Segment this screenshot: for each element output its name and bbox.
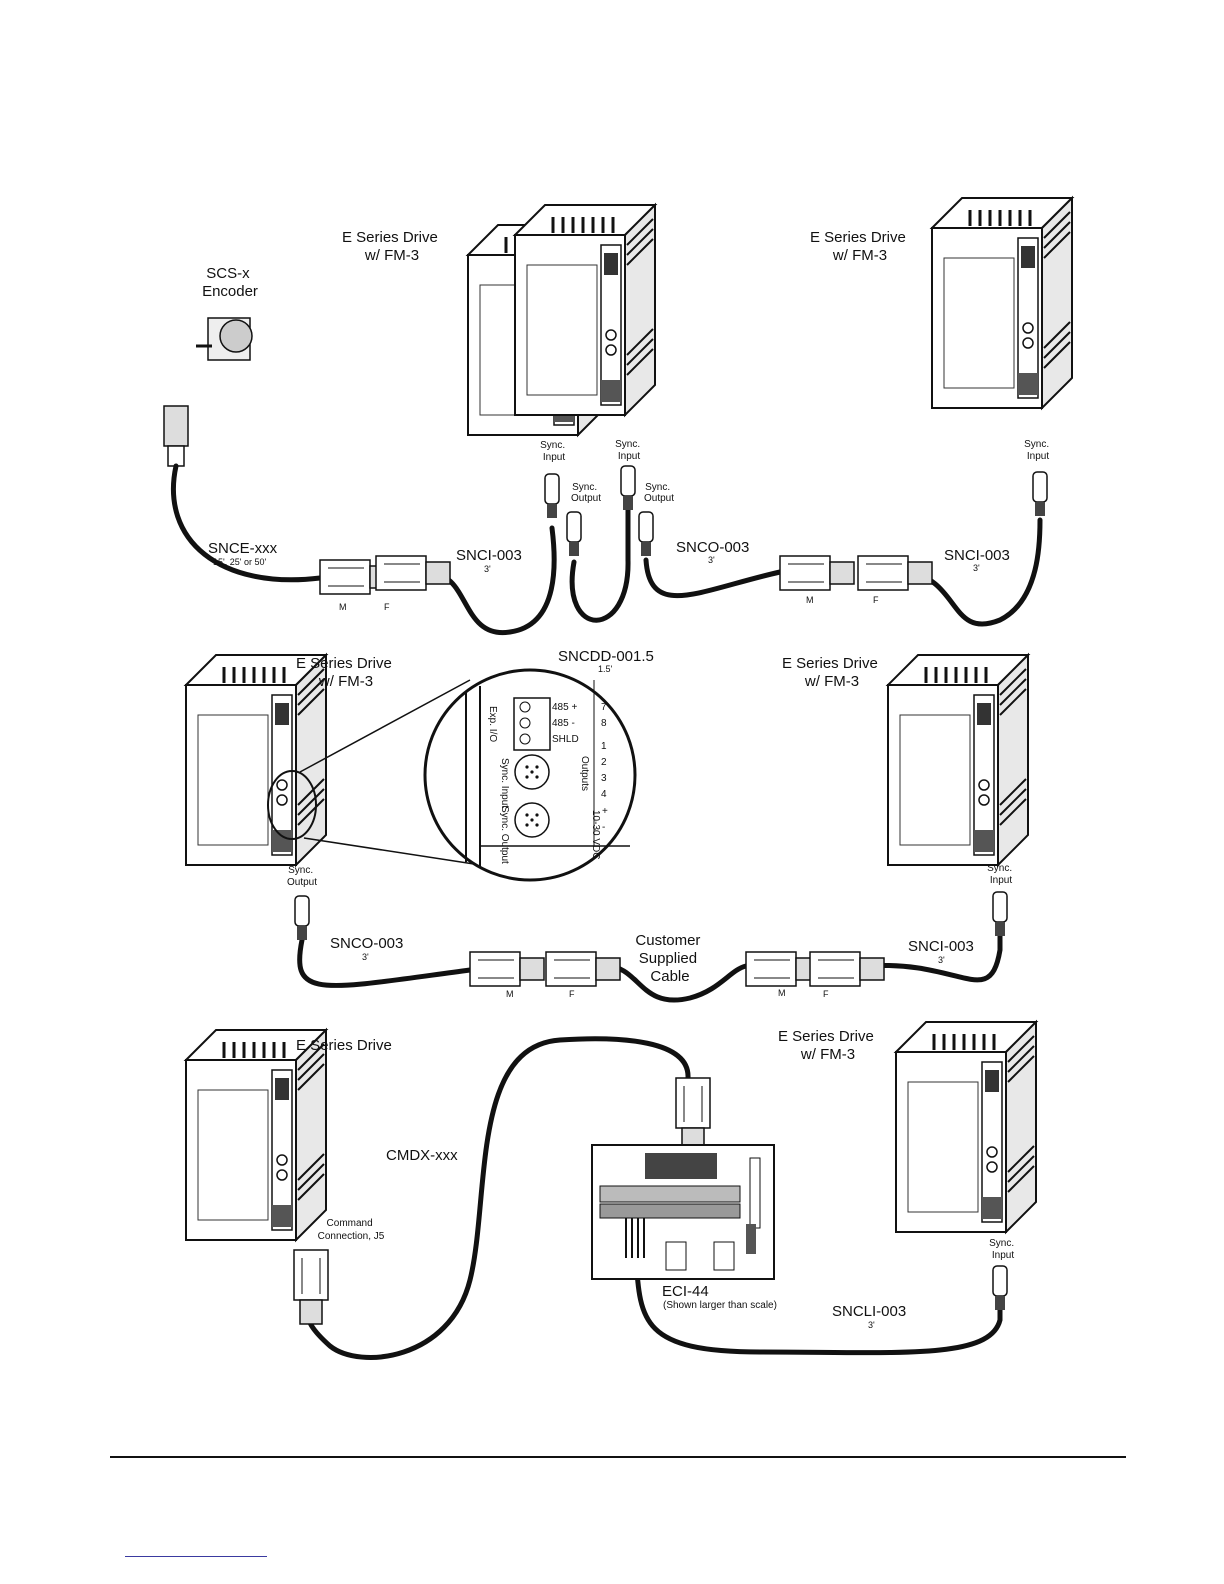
m-label-2: M [806, 595, 814, 605]
footer-link-underline [125, 1556, 267, 1557]
drive-mid-right-label: E Series Drive w/ FM-3 [782, 655, 882, 690]
snci-c-length: 3' [938, 955, 945, 965]
zoom-n1: 1 [601, 741, 607, 752]
m-label-3: M [506, 989, 514, 999]
snco-a-label: SNCO-003 [676, 539, 749, 556]
sync-input-plug-mid [992, 891, 1008, 937]
sync-output-label-1: Sync. Output [571, 482, 601, 504]
cmdx-label: CMDX-xxx [386, 1147, 458, 1164]
sncdd-length: 1.5' [598, 664, 613, 674]
sync-input-label-bottom: Sync. Input [989, 1238, 1017, 1261]
snci-c-label: SNCI-003 [908, 938, 974, 955]
zoom-485-minus: 485 - [552, 718, 575, 729]
zoom-exp-io: Exp. I/O [487, 706, 498, 742]
sync-input-plug-1 [544, 473, 560, 519]
snce-label: SNCE-xxx [208, 540, 278, 557]
dsub-snci-mid-female [809, 951, 885, 987]
zoom-sync-input: Sync. Input [499, 758, 510, 808]
dsub-command-j5 [293, 1249, 329, 1325]
sncli-length: 3' [868, 1320, 875, 1330]
command-connection-label: Command Connection, J5 [318, 1218, 385, 1242]
dsub-snci-female-right [857, 555, 933, 591]
cables-middle [297, 933, 1003, 1003]
drive-bottom-right-label: E Series Drive w/ FM-3 [778, 1028, 878, 1063]
e-series-drive-mid-right [886, 653, 1030, 867]
e-series-drive-bottom-right [894, 1020, 1038, 1234]
customer-cable-label: Customer Supplied Cable [635, 932, 704, 985]
drive-bottom-left-label: E Series Drive [296, 1037, 392, 1054]
zoom-n2: 2 [601, 757, 607, 768]
zoom-vdc: 10-30 VDC [590, 810, 601, 859]
e-series-drive-top-right [930, 196, 1074, 410]
snci-b-length: 3' [973, 563, 980, 573]
eci-44-board [591, 1144, 775, 1280]
m-label-1: M [339, 602, 347, 612]
zoom-callout [267, 668, 637, 882]
sync-input-plug-bottom [992, 1265, 1008, 1311]
zoom-n8: 8 [601, 718, 607, 729]
snci-a-length: 3' [484, 564, 491, 574]
zoom-plus: + [602, 806, 608, 817]
f-label-1: F [384, 602, 390, 612]
dsub-snco-mid-male [469, 951, 545, 987]
sync-output-plug-1 [566, 511, 582, 557]
snce-length: 15', 25' or 50' [213, 557, 266, 567]
drive-top-right-label: E Series Drive w/ FM-3 [810, 229, 910, 264]
m-label-4: M [778, 988, 786, 998]
sync-input-label-mid: Sync. Input [987, 863, 1015, 886]
sync-output-label-2: Sync. Output [644, 482, 674, 504]
encoder-icon [196, 317, 253, 361]
sncli-label: SNCLI-003 [832, 1303, 906, 1320]
snco-b-label: SNCO-003 [330, 935, 403, 952]
eci-note: (Shown larger than scale) [663, 1300, 777, 1311]
dsub-cmdx-eci [675, 1077, 711, 1153]
dsub-snco-male [779, 555, 855, 591]
snci-b-label: SNCI-003 [944, 547, 1010, 564]
sync-input-label-2: Sync. Input [615, 439, 643, 462]
zoom-485-plus: 485 + [552, 702, 577, 713]
sync-input-label-3: Sync. Input [1024, 439, 1052, 462]
zoom-n7: 7 [601, 702, 607, 713]
f-label-3: F [569, 989, 575, 999]
zoom-shld: SHLD [552, 734, 579, 745]
drive-mid-left-label: E Series Drive w/ FM-3 [296, 655, 396, 690]
dsub-customer-male [745, 951, 821, 987]
f-label-2: F [873, 595, 879, 605]
e-series-drive-bottom-left [184, 1028, 328, 1242]
zoom-minus: - [602, 822, 605, 833]
sncdd-label: SNCDD-001.5 [558, 648, 654, 665]
footer-rule [110, 1456, 1126, 1458]
e-series-drive-top-left-b [513, 203, 657, 417]
zoom-n3: 3 [601, 773, 607, 784]
snco-a-length: 3' [708, 555, 715, 565]
encoder-label: SCS-x Encoder [202, 265, 258, 300]
zoom-sync-output: Sync. Output [499, 806, 510, 864]
sync-input-plug-3 [1032, 471, 1048, 517]
cables-top [170, 463, 1043, 636]
f-label-4: F [823, 989, 829, 999]
encoder-connector-icon [163, 405, 189, 467]
sync-input-plug-2 [620, 465, 636, 511]
dsub-snci-female [375, 555, 451, 591]
drive-top-left-label: E Series Drive w/ FM-3 [342, 229, 442, 264]
snci-a-label: SNCI-003 [456, 547, 522, 564]
sync-output-label-mid: Sync. Output [287, 865, 317, 888]
snco-b-length: 3' [362, 952, 369, 962]
sync-output-plug-mid [294, 895, 310, 941]
dsub-customer-female [545, 951, 621, 987]
zoom-outputs: Outputs [579, 756, 590, 791]
cables-bottom [303, 1036, 1003, 1360]
sync-output-plug-2 [638, 511, 654, 557]
sync-input-label-1: Sync. Input [540, 440, 568, 463]
eci-label: ECI-44 [662, 1283, 709, 1300]
zoom-n4: 4 [601, 789, 607, 800]
